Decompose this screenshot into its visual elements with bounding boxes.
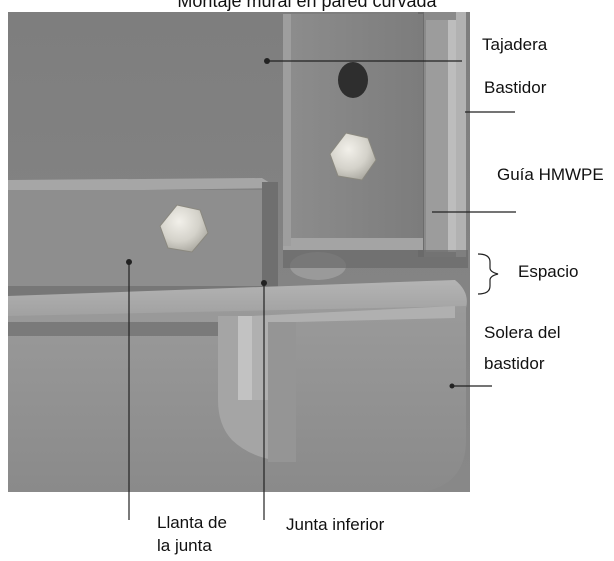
label-llanta-line1: Llanta de bbox=[157, 513, 227, 532]
strap-bolt bbox=[159, 204, 209, 253]
label-espacio: Espacio bbox=[518, 262, 579, 281]
label-bastidor: Bastidor bbox=[484, 78, 547, 97]
gate-bolt bbox=[329, 132, 377, 181]
gate-hole bbox=[338, 62, 368, 98]
brace-espacio bbox=[477, 253, 499, 295]
joint-strap-end bbox=[262, 182, 278, 288]
seal-shadow bbox=[283, 250, 468, 268]
joint-strap-top bbox=[8, 178, 278, 192]
leader-lines bbox=[128, 60, 516, 520]
label-llanta-line2: la junta bbox=[157, 536, 212, 555]
label-guia-hmwpe: Guía HMWPE bbox=[497, 165, 604, 184]
hmwpe-guide-edge bbox=[448, 20, 456, 252]
label-solera-line1: Solera del bbox=[484, 323, 561, 342]
gate-bar-left-edge bbox=[283, 14, 291, 246]
label-tajadera: Tajadera bbox=[482, 35, 548, 54]
label-solera-line2: bastidor bbox=[484, 354, 545, 373]
gate-bar bbox=[283, 14, 423, 246]
leader-dots bbox=[126, 58, 455, 389]
label-junta-inferior: Junta inferior bbox=[286, 515, 385, 534]
bottom-seal-arm-face bbox=[268, 322, 296, 462]
frame-sill-groove bbox=[8, 322, 218, 336]
diagram-title: Montaje mural en pared curvada bbox=[177, 0, 437, 11]
bottom-seal-side bbox=[238, 316, 252, 400]
gate-bar-bottom bbox=[283, 238, 423, 250]
joint-strap bbox=[8, 190, 270, 288]
joint-strap-bottom bbox=[8, 286, 278, 296]
frame-vertical-edge bbox=[456, 12, 466, 257]
